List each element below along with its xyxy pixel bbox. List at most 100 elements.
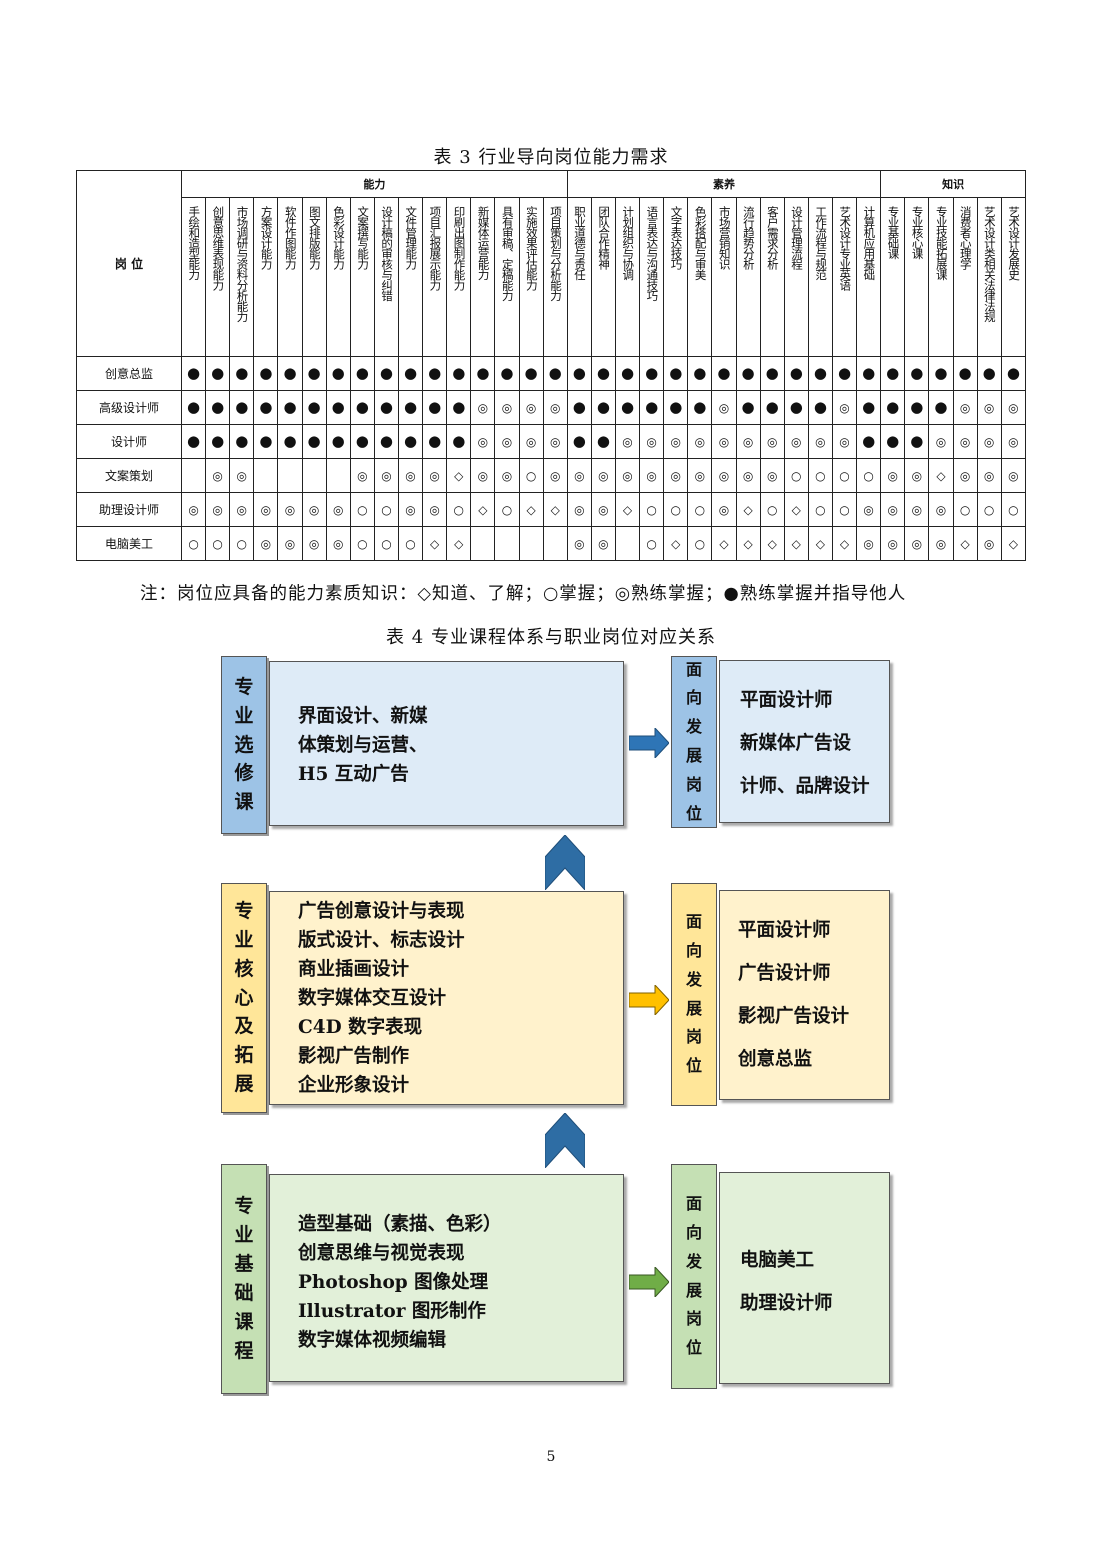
column-header-text: 项目汇报展示能力 (428, 206, 443, 290)
proficiency-mark: ◇ (831, 526, 858, 561)
proficiency-mark: ● (422, 390, 448, 425)
proficiency-mark: ◎ (687, 458, 713, 493)
proficiency-mark: ◎ (614, 424, 641, 459)
label-char: 拓 (234, 1044, 254, 1067)
proficiency-mark: ◎ (928, 526, 954, 561)
proficiency-mark: ○ (373, 526, 399, 561)
proficiency-mark: ◇ (518, 492, 544, 527)
label-char: 程 (234, 1339, 254, 1362)
target-line: 创意总监 (738, 1049, 813, 1070)
proficiency-mark: ◇ (952, 526, 978, 561)
column-header: 项目汇报展示能力 (422, 197, 448, 357)
table3-caption: 表 3 行业导向岗位能力需求 (433, 147, 669, 168)
proficiency-mark: ● (349, 424, 375, 459)
course-line: Illustrator 图形制作 (298, 1301, 486, 1322)
label-char: 向 (685, 688, 702, 708)
label-char: 展 (685, 1280, 702, 1300)
proficiency-mark: ◎ (904, 492, 930, 527)
label-char: 及 (234, 1015, 254, 1038)
proficiency-mark: ◎ (301, 526, 327, 561)
proficiency-mark: ◎ (325, 526, 351, 561)
column-header: 项目策划与分析能力 (542, 197, 568, 357)
proficiency-mark: ◇ (759, 526, 785, 561)
label-char: 位 (685, 1056, 702, 1076)
target-line: 广告设计师 (738, 963, 831, 984)
label-char: 发 (685, 1251, 702, 1271)
proficiency-mark: ◇ (422, 526, 448, 561)
proficiency-mark: ● (253, 390, 279, 425)
column-header-text: 市场营销知识 (717, 206, 732, 269)
proficiency-mark: ◎ (422, 458, 448, 493)
column-header-text: 图文排版能力 (307, 206, 322, 269)
group-header: 能力 (181, 170, 568, 198)
column-header: 印刷出图制作能力 (446, 197, 472, 357)
foundation-courses-box: 造型基础（素描、色彩） 创意思维与视觉表现 Photoshop 图像处理 Ill… (269, 1174, 624, 1382)
proficiency-mark: ● (349, 356, 375, 391)
proficiency-mark: ● (301, 390, 327, 425)
label-char: 选 (234, 733, 254, 756)
proficiency-mark: ◇ (807, 526, 833, 561)
proficiency-mark: ● (205, 390, 231, 425)
proficiency-mark: ○ (639, 526, 665, 561)
course-line: 造型基础（素描、色彩） (298, 1214, 502, 1235)
core-targets-box: 平面设计师 广告设计师 影视广告设计 创意总监 (719, 890, 890, 1100)
proficiency-mark: ◎ (590, 458, 616, 493)
proficiency-mark: ○ (229, 526, 255, 561)
proficiency-mark: ● (687, 356, 713, 391)
proficiency-mark: ● (759, 390, 785, 425)
proficiency-mark: ● (397, 390, 424, 425)
proficiency-mark: ◎ (759, 424, 785, 459)
proficiency-mark: ◎ (687, 424, 713, 459)
proficiency-mark: ○ (349, 492, 375, 527)
proficiency-mark: ● (880, 356, 906, 391)
position-header: 岗 位 (76, 170, 182, 357)
proficiency-mark: ○ (687, 492, 713, 527)
proficiency-mark: ◎ (205, 492, 231, 527)
proficiency-mark: ● (1000, 356, 1027, 391)
column-header-text: 文案撰写能力 (356, 206, 371, 269)
proficiency-mark: ● (325, 390, 351, 425)
page-number: 5 (546, 1449, 556, 1465)
proficiency-mark: ● (759, 356, 785, 391)
proficiency-mark (325, 458, 351, 493)
elective-course-label: 专业选修课 (221, 656, 267, 834)
column-header-text: 创意思维表现能力 (211, 206, 226, 290)
proficiency-mark: ● (904, 424, 930, 459)
target-line: 平面设计师 (740, 690, 833, 711)
proficiency-mark: ● (783, 390, 809, 425)
elective-target-label: 面向发展岗位 (671, 656, 717, 828)
proficiency-mark: ◎ (373, 458, 399, 493)
proficiency-mark: ○ (446, 492, 472, 527)
proficiency-mark: ◎ (397, 492, 424, 527)
proficiency-mark: ◇ (446, 458, 472, 493)
proficiency-mark: ● (663, 390, 689, 425)
label-char: 心 (234, 986, 254, 1009)
proficiency-mark: ● (928, 356, 954, 391)
column-header-text: 设计管理流程 (790, 206, 805, 269)
label-char: 业 (234, 704, 254, 727)
proficiency-mark: ● (566, 356, 592, 391)
proficiency-mark: ○ (397, 526, 424, 561)
column-header-text: 职业道德与责任 (573, 206, 588, 280)
proficiency-mark: ● (422, 356, 448, 391)
proficiency-mark: ◎ (470, 424, 496, 459)
label-char: 面 (685, 1194, 702, 1214)
column-header-text: 市场调研与资料分析能力 (235, 206, 250, 322)
proficiency-mark: ◎ (831, 390, 858, 425)
column-header: 市场营销知识 (711, 197, 737, 357)
proficiency-mark: ○ (783, 458, 809, 493)
foundation-course-label: 专业基础课程 (221, 1164, 267, 1394)
proficiency-mark: ◎ (904, 458, 930, 493)
column-header: 设计稿的审核与纠错 (373, 197, 399, 357)
proficiency-mark: ● (687, 390, 713, 425)
course-line: 版式设计、标志设计 (298, 930, 465, 951)
proficiency-mark: ○ (976, 492, 1002, 527)
proficiency-mark: ◎ (566, 458, 592, 493)
proficiency-mark: ○ (639, 492, 665, 527)
column-header-text: 设计稿的审核与纠错 (380, 206, 395, 301)
course-line: 界面设计、新媒 (298, 706, 428, 727)
proficiency-mark: ◎ (639, 458, 665, 493)
column-header-text: 手绘和造型能力 (187, 206, 202, 280)
column-header-text: 消费者心理学 (958, 206, 973, 269)
proficiency-mark: ● (831, 356, 858, 391)
